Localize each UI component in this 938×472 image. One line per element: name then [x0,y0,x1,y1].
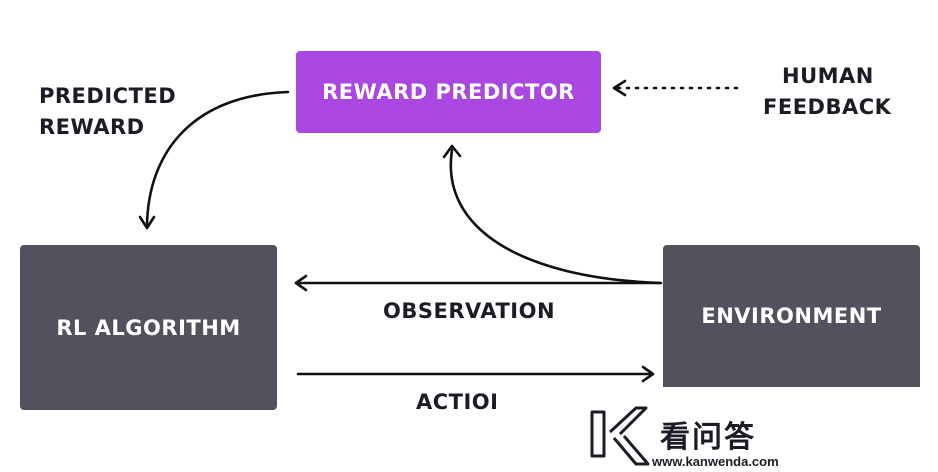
observation-arrowhead [294,274,308,292]
rl-algorithm-label: RL ALGORITHM [56,315,241,340]
predicted-reward-arrow [145,90,290,228]
reward-predictor-node: REWARD PREDICTOR [296,51,601,133]
predicted-reward-arrowhead [138,215,156,230]
env-to-reward-arrow [449,148,663,285]
k-logo-icon [590,406,650,466]
watermark-url: www.kanwenda.com [652,454,779,469]
action-arrowhead [641,365,655,383]
human-feedback-label: HUMAN FEEDBACK [763,64,892,119]
observation-label: OBSERVATION [383,299,556,323]
action-label: ACTIOI [416,390,499,414]
rl-algorithm-node: RL ALGORITHM [20,245,277,410]
watermark: 看问答 www.kanwenda.com [584,398,824,470]
predicted-reward-label: PREDICTED REWARD [39,84,177,139]
env-to-reward-arrowhead [442,144,462,159]
reward-predictor-label: REWARD PREDICTOR [322,80,575,104]
environment-label: ENVIRONMENT [701,304,882,328]
human-feedback-arrowhead [612,79,627,97]
watermark-title: 看问答 [660,420,756,455]
environment-node: ENVIRONMENT [663,245,920,387]
watermark-mask [506,388,586,418]
